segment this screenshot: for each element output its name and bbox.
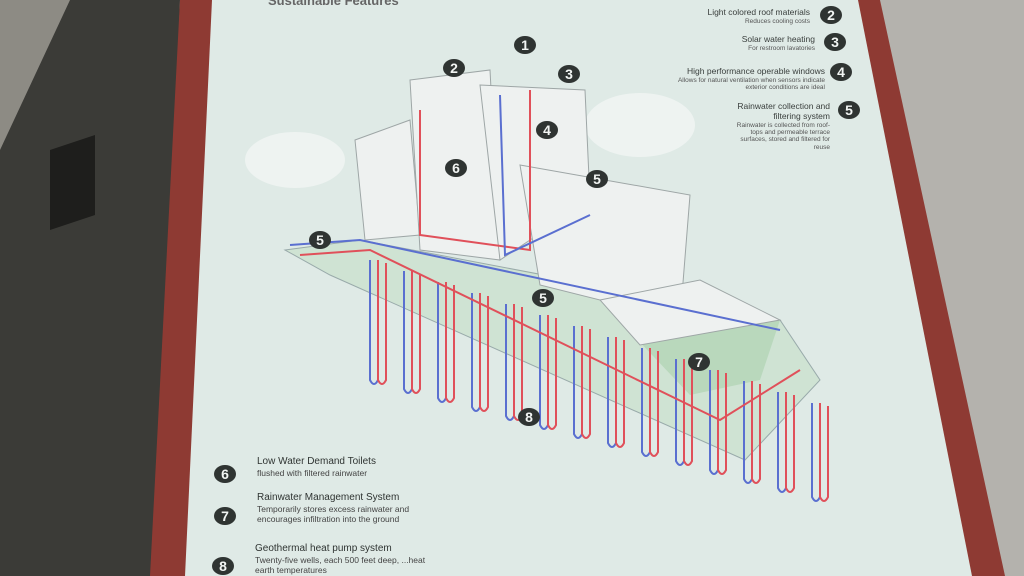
marker-5: 5	[309, 231, 331, 249]
feature-5: Rainwater collection and filtering syste…	[736, 101, 830, 151]
well-loop	[411, 271, 421, 394]
gravel-ground	[880, 0, 1024, 576]
badge-3: 3	[824, 33, 846, 51]
sign-title: Sustainable Features	[268, 0, 399, 8]
badge-6: 6	[214, 465, 236, 483]
well-loop	[751, 381, 761, 484]
well-loop	[445, 282, 455, 403]
marker-1: 1	[514, 36, 536, 54]
marker-2: 2	[443, 59, 465, 77]
badge-7: 7	[214, 507, 236, 525]
well-loop	[547, 315, 557, 430]
badge-8: 8	[212, 557, 234, 575]
marker-3: 3	[558, 65, 580, 83]
badge-5: 5	[838, 101, 860, 119]
badge-4: 4	[830, 63, 852, 81]
well-loop	[683, 359, 693, 466]
marker-7: 7	[688, 353, 710, 371]
well-loop	[717, 370, 727, 475]
well-loop	[581, 326, 591, 439]
marker-5: 5	[532, 289, 554, 307]
concrete-ledge	[0, 0, 70, 150]
well-loop	[649, 348, 659, 457]
well-loop	[479, 293, 489, 412]
marker-4: 4	[536, 121, 558, 139]
marker-5: 5	[586, 170, 608, 188]
well-loop	[615, 337, 625, 448]
badge-2: 2	[820, 6, 842, 24]
well-loop	[819, 403, 829, 502]
well-loop	[785, 392, 795, 493]
geothermal-pipes	[369, 260, 829, 502]
marker-8: 8	[518, 408, 540, 426]
concrete-wall	[0, 0, 180, 576]
well-loop	[377, 260, 387, 385]
marker-6: 6	[445, 159, 467, 177]
